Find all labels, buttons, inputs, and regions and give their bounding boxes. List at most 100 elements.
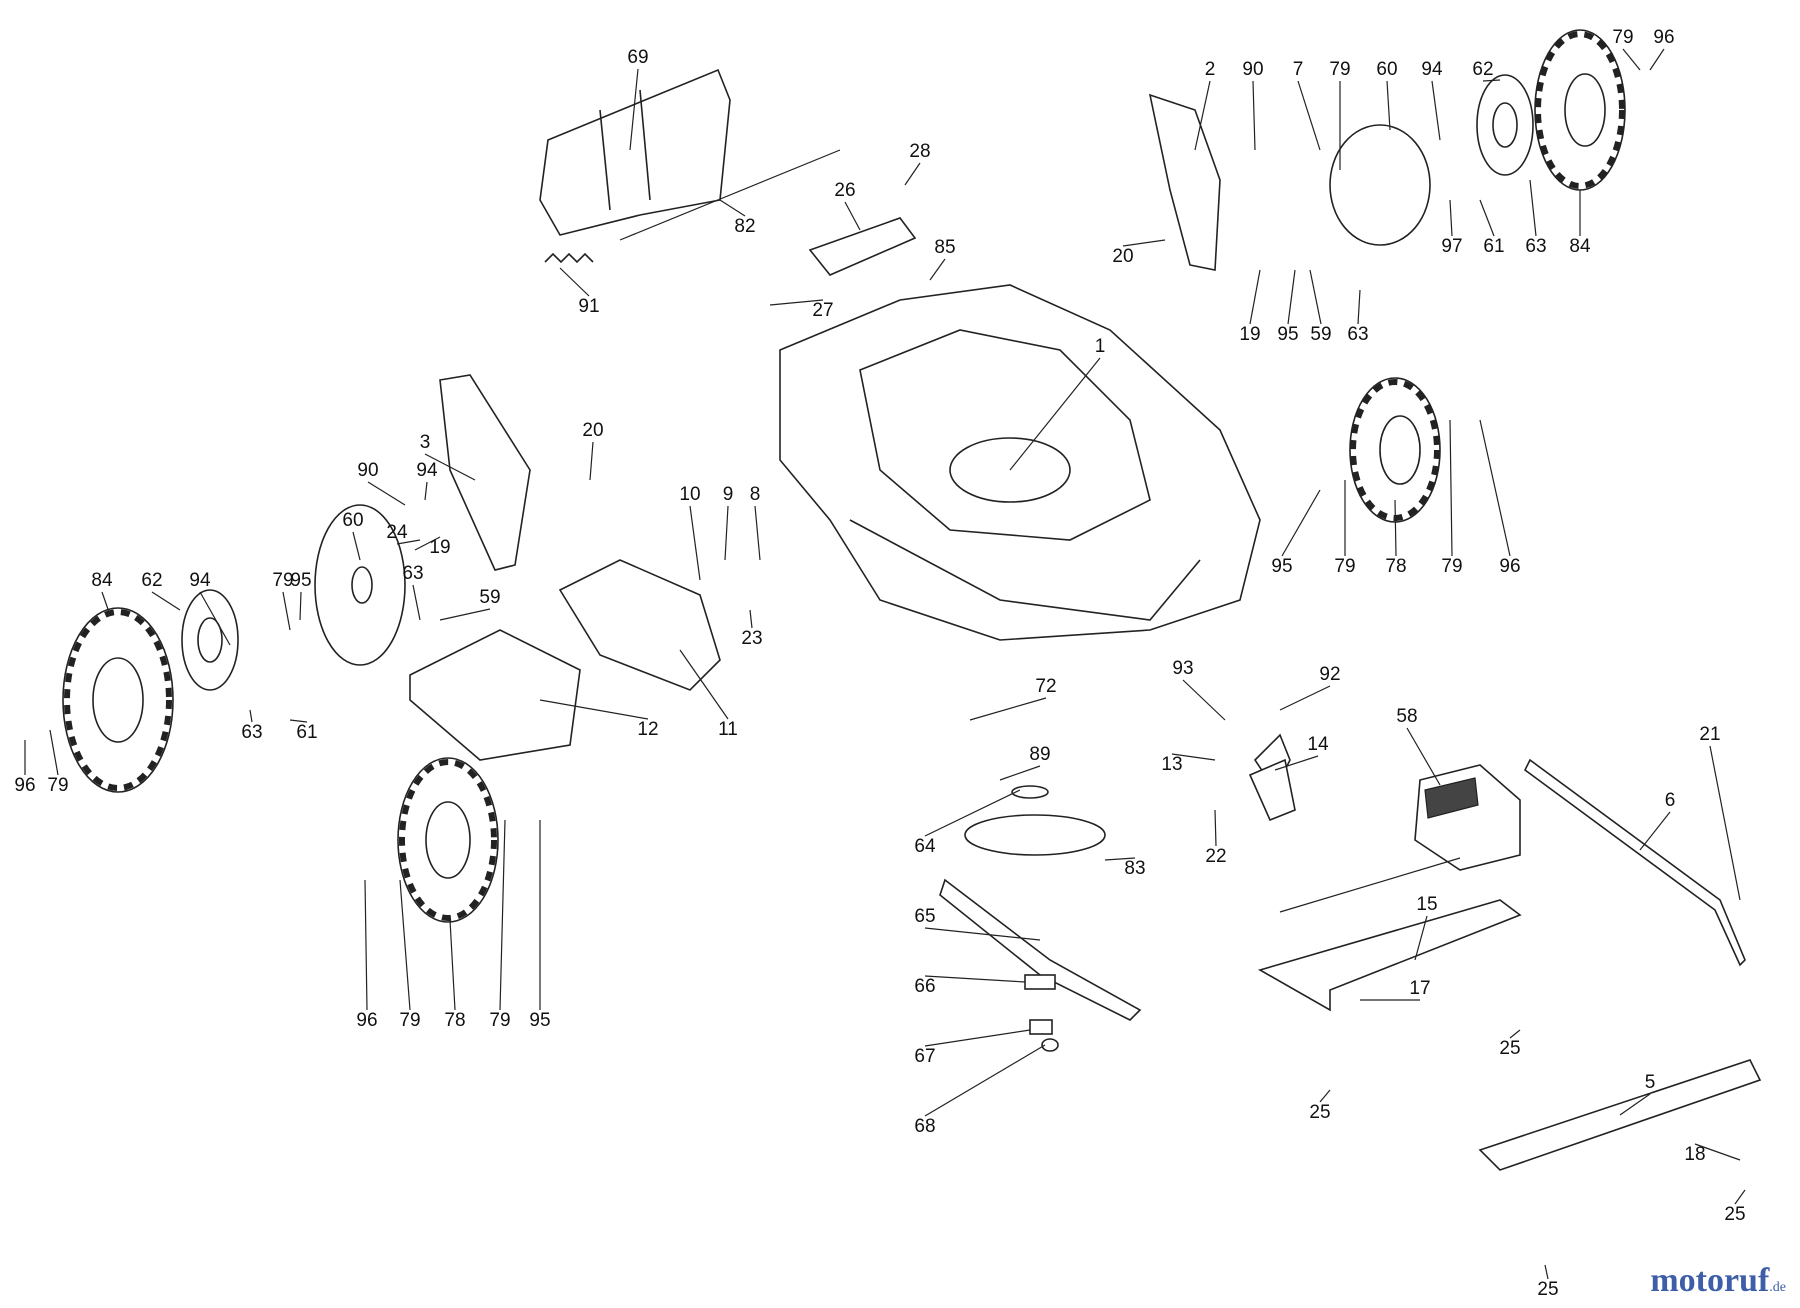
callout-67: 67 [914,1046,935,1067]
callout-25: 25 [1537,1279,1558,1300]
bolt-68 [1041,1038,1059,1052]
rod-82 [619,149,841,241]
callout-12: 12 [637,719,658,740]
leader-line-96 [1649,48,1665,71]
leader-line-3 [424,453,476,481]
callout-95: 95 [1277,324,1298,345]
leader-line-60 [1386,80,1391,131]
plate-66 [1024,974,1056,990]
leader-line-24 [396,539,421,545]
callout-95: 95 [1271,556,1292,577]
leader-line-62 [1482,79,1501,82]
callout-72: 72 [1035,676,1056,697]
leader-line-95 [1281,489,1321,557]
leader-line-19 [1249,269,1261,325]
blade-65 [939,878,1142,1021]
callout-79: 79 [1441,556,1462,577]
wheel-84-right [1534,29,1626,191]
drive-rod-15 [1257,899,1522,1012]
leader-line-95 [299,591,302,621]
callout-83: 83 [1124,858,1145,879]
callout-28: 28 [909,141,930,162]
callout-96: 96 [356,1010,377,1031]
callout-84: 84 [91,570,113,591]
callout-79: 79 [399,1010,420,1031]
leader-line-97 [1449,199,1453,237]
leader-line-92 [1279,685,1331,711]
blade-adapter [964,785,1106,856]
callout-79: 79 [489,1010,510,1031]
callout-94: 94 [416,460,438,481]
leader-line-20 [589,441,594,481]
leader-line-65 [924,927,1041,941]
callout-95: 95 [529,1010,550,1031]
callout-20: 20 [1112,246,1133,267]
callout-92: 92 [1319,664,1340,685]
callout-19: 19 [429,537,450,558]
leader-line-60 [352,531,361,561]
gear-62-left [181,589,239,691]
leader-line-22 [1214,809,1217,847]
leader-line-1 [1009,357,1101,471]
callout-63: 63 [402,563,423,584]
leader-line-83 [1104,857,1136,861]
callout-7: 7 [1293,59,1304,80]
callout-61: 61 [1483,236,1504,257]
callout-62: 62 [141,570,162,591]
callout-61: 61 [296,722,317,743]
callout-90: 90 [357,460,378,481]
watermark-tld: .de [1769,1280,1786,1295]
callout-58: 58 [1396,706,1417,727]
leader-line-68 [924,1044,1046,1117]
gear-62-right [1476,74,1534,176]
callout-21: 21 [1699,724,1720,745]
leader-line-63 [412,584,421,621]
callout-63: 63 [1525,236,1546,257]
leader-line-96 [1479,419,1511,557]
mulch-plug-11 [558,559,721,691]
grass-chute-frame [539,68,731,236]
leader-line-59 [439,608,491,621]
leader-line-63 [1357,289,1361,325]
leader-line-11 [679,649,729,720]
callout-79: 79 [272,570,293,591]
callout-3: 3 [420,432,431,453]
leader-line-13 [1171,753,1216,761]
leader-line-64 [924,789,1021,837]
leader-line-78 [1394,499,1397,557]
callout-93: 93 [1172,658,1193,679]
leader-line-28 [904,162,921,186]
leader-line-26 [844,201,861,231]
leader-line-89 [999,765,1041,781]
hubcap-60-right [1329,124,1431,246]
callout-90: 90 [1242,59,1263,80]
leader-line-85 [929,258,946,281]
callout-79: 79 [1334,556,1355,577]
leader-line-79 [499,819,506,1011]
leader-line-12 [539,699,649,720]
callout-59: 59 [1310,324,1331,345]
spring-91 [544,252,594,264]
callout-6: 6 [1665,790,1676,811]
leader-line-9 [724,505,729,561]
leader-line-79 [1622,48,1641,71]
watermark-brand: motoruf [1650,1262,1770,1299]
height-adjuster-3 [439,374,531,571]
leader-line-94 [1431,80,1441,141]
callout-5: 5 [1645,1072,1656,1093]
callout-20: 20 [582,420,603,441]
leader-line-27 [769,299,824,306]
bracket-14 [1248,758,1296,822]
callout-94: 94 [1421,59,1443,80]
leader-line-79 [399,879,411,1011]
callouts-layer: 1235678910111213141517181919202021222324… [14,27,1745,1300]
callout-85: 85 [934,237,955,258]
leader-line-94 [199,591,231,646]
leader-line-90 [367,481,406,506]
leader-line-82 [719,199,746,217]
callout-14: 14 [1307,734,1329,755]
leader-line-61 [1479,199,1495,237]
leader-line-19 [414,536,441,551]
